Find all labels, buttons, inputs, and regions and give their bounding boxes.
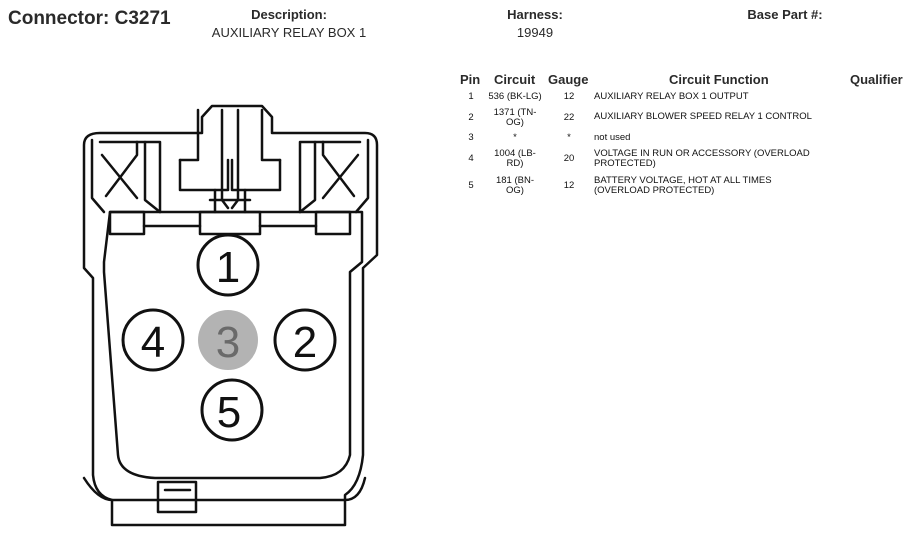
pin-3-cavity-unused: 3	[198, 310, 258, 370]
column-header-gauge: Gauge	[548, 72, 589, 87]
pin-4-cavity: 4	[121, 308, 185, 372]
pin-5-label: 5	[217, 388, 241, 437]
circuit-cell-line2: OG)	[506, 117, 524, 128]
function-cell: BATTERY VOLTAGE, HOT AT ALL TIMES	[594, 175, 772, 186]
pin-cell: 1	[468, 91, 474, 102]
description-value: AUXILIARY RELAY BOX 1	[211, 25, 367, 40]
pin-2-label: 2	[293, 318, 317, 367]
circuit-cell: 181 (BN-	[495, 175, 534, 186]
connector-housing	[82, 104, 379, 527]
pin-1-cavity: 1	[196, 233, 260, 297]
gauge-cell: 20	[563, 153, 575, 164]
circuit-cell: 1371 (TN-	[493, 107, 537, 118]
pin-2-cavity: 2	[273, 308, 337, 372]
description-label: Description:	[251, 7, 327, 22]
gauge-cell: 12	[563, 180, 575, 191]
base-part-label: Base Part #:	[747, 7, 823, 22]
gauge-cell: *	[567, 132, 571, 143]
connector-title: Connector: C3271	[8, 8, 171, 29]
function-cell-line2: PROTECTED)	[594, 158, 656, 169]
harness-value: 19949	[516, 25, 554, 40]
function-cell: AUXILIARY RELAY BOX 1 OUTPUT	[594, 91, 749, 102]
pin-3-label: 3	[216, 318, 240, 367]
pin-1-label: 1	[216, 243, 240, 292]
column-header-function: Circuit Function	[669, 72, 769, 87]
circuit-cell-line2: OG)	[506, 185, 524, 196]
pin-cell: 5	[468, 180, 474, 191]
pin-cell: 3	[468, 132, 474, 143]
gauge-cell: 12	[563, 91, 575, 102]
circuit-cell: 536 (BK-LG)	[488, 91, 542, 102]
pin-cell: 4	[468, 153, 474, 164]
circuit-cell: 1004 (LB-	[494, 148, 536, 159]
function-cell-line2: (OVERLOAD PROTECTED)	[594, 185, 715, 196]
circuit-cell: *	[513, 132, 517, 143]
gauge-cell: 22	[563, 112, 575, 123]
column-header-qualifier: Qualifier	[850, 72, 903, 87]
pin-5-cavity: 5	[200, 378, 264, 442]
column-header-pin: Pin	[460, 72, 481, 87]
pin-cell: 2	[468, 112, 474, 123]
circuit-cell-line2: RD)	[506, 158, 524, 169]
harness-label: Harness:	[507, 7, 563, 22]
function-cell: AUXILIARY BLOWER SPEED RELAY 1 CONTROL	[594, 111, 812, 122]
function-cell: VOLTAGE IN RUN OR ACCESSORY (OVERLOAD	[594, 148, 810, 159]
column-header-circuit: Circuit	[494, 72, 536, 87]
function-cell: not used	[594, 132, 631, 143]
pin-4-label: 4	[141, 318, 165, 367]
